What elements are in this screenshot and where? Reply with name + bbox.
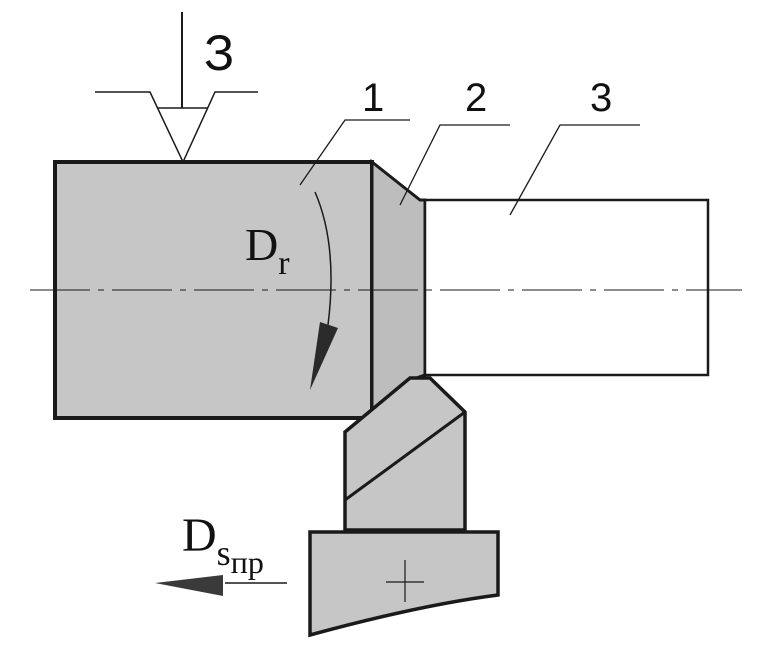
tool-holder xyxy=(308,530,500,638)
clamp-label: З xyxy=(204,25,235,81)
rotation-sub: r xyxy=(278,245,290,282)
feed-main: D xyxy=(182,509,217,562)
feed-arrowhead xyxy=(155,575,223,596)
feed-subsub: пр xyxy=(230,544,264,580)
rotation-arrow xyxy=(314,191,332,326)
rotation-main: D xyxy=(245,219,279,270)
label-2: 2 xyxy=(465,76,488,120)
rotation-arrowhead xyxy=(310,322,338,390)
clamp-v-symbol xyxy=(95,91,258,164)
rotation-label: Dr xyxy=(245,219,290,281)
workpiece-surface-3 xyxy=(423,198,710,377)
leader-2 xyxy=(399,124,510,206)
feed-label: Dsпр xyxy=(182,509,264,579)
label-3: 3 xyxy=(590,76,613,120)
feed-sub: s xyxy=(216,533,231,573)
leader-1 xyxy=(299,119,410,186)
label-1: 1 xyxy=(362,76,385,120)
leader-3 xyxy=(509,124,640,216)
tool-edge-line xyxy=(344,410,466,502)
